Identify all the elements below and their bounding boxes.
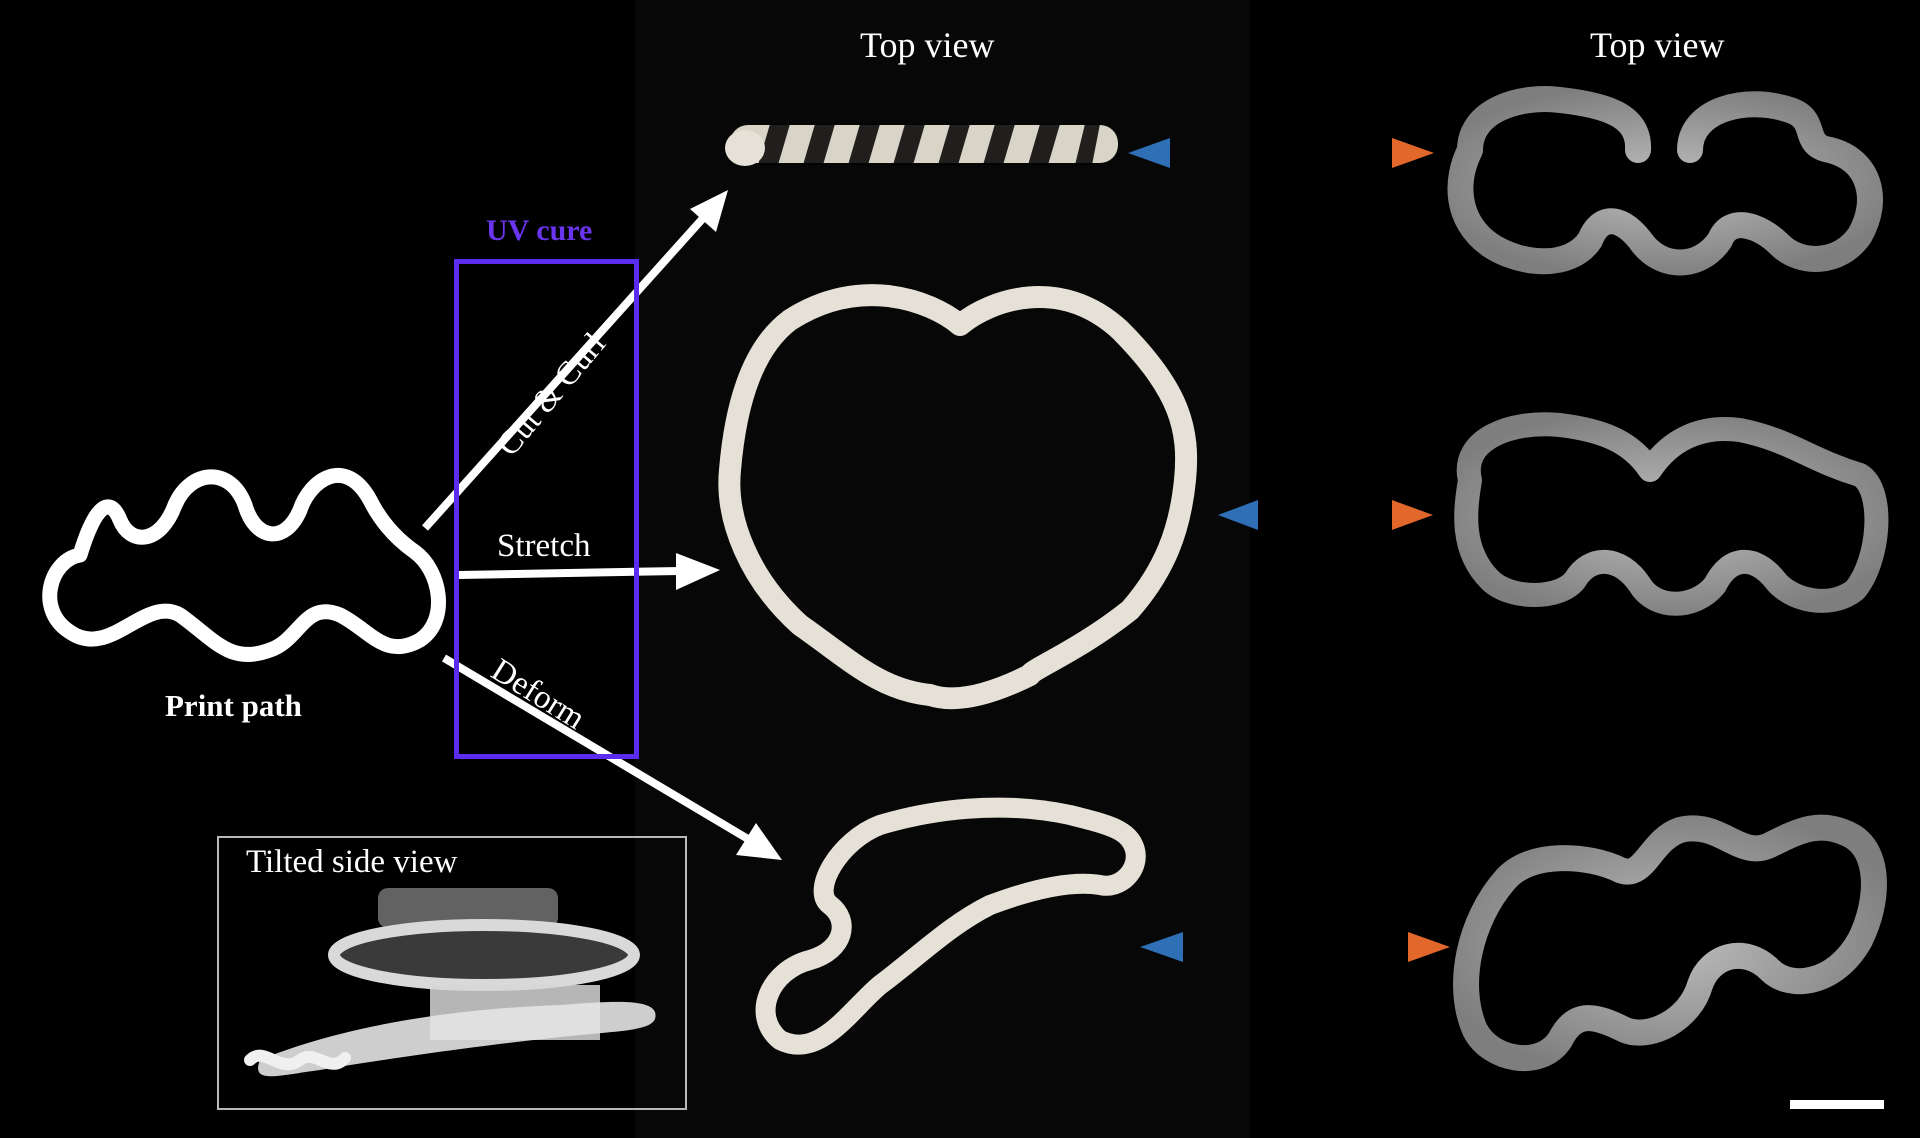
uv-cure-label: UV cure [486, 214, 593, 247]
arrow-deform [441, 654, 782, 860]
scale-bar [1790, 1100, 1884, 1109]
inset-frame [217, 836, 687, 1110]
print-path-shape [42, 468, 446, 662]
sample-right-bottom [1453, 814, 1887, 1071]
sample-curled-strip [725, 124, 1118, 166]
double-arrow-top [1128, 138, 1434, 168]
arrow-stretch [457, 553, 720, 590]
uv-cure-box [454, 259, 639, 759]
sample-stretched-ring [718, 284, 1198, 710]
header-top-view-middle: Top view [860, 25, 995, 65]
sample-deformed [755, 797, 1146, 1055]
inset-title: Tilted side view [246, 844, 458, 880]
header-top-view-right: Top view [1590, 25, 1725, 65]
inset-tilted-sample [244, 888, 656, 1077]
arrow-cut-curl [422, 190, 728, 531]
sample-right-middle [1454, 412, 1889, 616]
double-arrow-middle [1218, 500, 1433, 530]
sample-right-top [1447, 86, 1883, 276]
double-arrow-bottom [1140, 932, 1450, 962]
print-path-label: Print path [165, 688, 302, 723]
stretch-label: Stretch [497, 528, 591, 564]
